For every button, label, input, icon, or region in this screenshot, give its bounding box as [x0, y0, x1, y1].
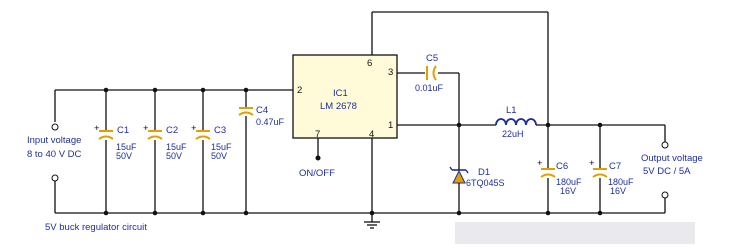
c7-name: C7 [609, 161, 621, 172]
ic-name: IC1 [333, 88, 348, 99]
c2-value: 15uF [166, 142, 187, 152]
junction-dot [103, 87, 109, 93]
c3-name: C3 [214, 125, 226, 136]
c6-voltage: 16V [560, 186, 576, 196]
junction-dot [456, 122, 462, 128]
on-off-label: ON/OFF [299, 168, 335, 179]
junction-dot [200, 210, 206, 216]
c3-voltage: 50V [211, 151, 227, 161]
d1-name: D1 [478, 167, 490, 178]
output-label-line2: 5V DC / 5A [643, 166, 691, 177]
capacitor-c4-icon [238, 107, 254, 116]
ic-box [292, 54, 398, 139]
capacitor-c6-icon: + [537, 158, 556, 178]
c2-name: C2 [166, 125, 178, 136]
ic-part: LM 2678 [320, 101, 357, 112]
output-label-line1: Output voltage [641, 153, 703, 164]
ic-pin-3: 3 [388, 67, 393, 78]
junction-dot [243, 87, 249, 93]
junction-dot [597, 122, 603, 128]
ic-pin-7: 7 [315, 129, 320, 140]
ic-pin-1: 1 [388, 120, 393, 131]
svg-text:+: + [589, 158, 595, 169]
circuit-caption: 5V buck regulator circuit [45, 222, 147, 233]
input-label-line2: 8 to 40 V DC [27, 149, 82, 160]
c6-value: 180uF [556, 177, 582, 187]
on-off-terminal-dot [315, 155, 321, 161]
junction-dot [369, 210, 375, 216]
c4-name: C4 [256, 105, 268, 116]
ic-pin-6: 6 [367, 58, 372, 69]
junction-dot [597, 210, 603, 216]
junction-dot [200, 87, 206, 93]
input-terminal-minus [51, 174, 59, 182]
ic-pin-4: 4 [369, 129, 374, 140]
d1-part: 6TQ045S [466, 178, 505, 188]
diode-d1-icon [449, 165, 469, 185]
junction-dot [152, 87, 158, 93]
output-terminal-plus [661, 141, 669, 149]
svg-text:+: + [143, 123, 149, 134]
capacitor-c2-icon: + [143, 123, 163, 140]
c5-value: 0.01uF [415, 83, 444, 93]
ground-icon [364, 221, 380, 229]
input-label-line1: Input voltage [27, 135, 81, 146]
c5-name: C5 [426, 53, 438, 64]
c7-value: 180uF [608, 177, 634, 187]
c2-voltage: 50V [166, 151, 182, 161]
c1-voltage: 50V [116, 151, 132, 161]
ic-pin-2: 2 [297, 85, 302, 96]
output-terminal-minus [661, 191, 669, 199]
l1-value: 22uH [502, 129, 524, 139]
junction-dot [545, 210, 551, 216]
capacitor-c1-icon: + [94, 123, 114, 140]
capacitor-c5-icon [425, 65, 438, 81]
capacitor-c3-icon: + [191, 123, 211, 140]
input-terminal-plus [51, 123, 59, 131]
svg-text:+: + [191, 123, 197, 134]
watermark-area [455, 222, 695, 244]
junction-dot [152, 210, 158, 216]
junction-dot [456, 210, 462, 216]
capacitor-c7-icon: + [589, 158, 608, 178]
c1-name: C1 [117, 125, 129, 136]
c3-value: 15uF [211, 142, 232, 152]
c7-voltage: 16V [610, 186, 626, 196]
svg-text:+: + [537, 158, 543, 169]
svg-text:+: + [94, 123, 100, 134]
inductor-l1-icon [494, 118, 540, 126]
c6-name: C6 [556, 161, 568, 172]
c4-value: 0.47uF [256, 117, 285, 127]
l1-name: L1 [506, 105, 517, 116]
junction-dot [103, 210, 109, 216]
c1-value: 15uF [116, 142, 137, 152]
junction-dot [545, 122, 551, 128]
junction-dot [243, 210, 249, 216]
